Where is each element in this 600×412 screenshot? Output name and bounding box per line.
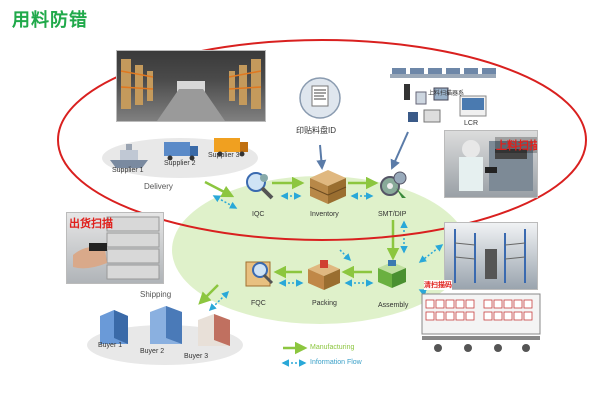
scanner-station-label: 上料扫描器系 bbox=[428, 91, 465, 97]
line-scan-label: 清扫描码 bbox=[424, 280, 452, 290]
page-title: 用料防错 bbox=[12, 10, 88, 30]
supplier-2-label: Supplier 2 bbox=[164, 160, 196, 167]
inventory-icon bbox=[308, 168, 348, 206]
reel-id-label: 印贴料盘ID bbox=[296, 126, 336, 135]
scanner-station: 上料扫描器系 LCR bbox=[388, 62, 498, 138]
smt-label: SMT/DIP bbox=[378, 211, 407, 218]
fqc-label: FQC bbox=[251, 300, 266, 307]
shipping-label: Shipping bbox=[140, 290, 172, 299]
buyer-3-label: Buyer 3 bbox=[184, 353, 209, 360]
packing-label: Packing bbox=[312, 300, 337, 307]
rack-schematic: 清扫描码 bbox=[418, 280, 542, 362]
scan-in-label: 上料扫描 bbox=[495, 137, 537, 153]
supplier-3-label: Supplier 3 bbox=[208, 152, 240, 159]
delivery-label: Delivery bbox=[144, 182, 173, 191]
scan-in-photo: 上料扫描 bbox=[444, 130, 538, 198]
packing-icon bbox=[306, 258, 342, 292]
legend-information: Information Flow bbox=[310, 359, 362, 366]
buyer-1-label: Buyer 1 bbox=[98, 342, 123, 349]
supplier-vehicles bbox=[108, 136, 258, 176]
lcr-label: LCR bbox=[464, 120, 479, 127]
iqc-icon bbox=[244, 170, 274, 200]
id-arrow-smt bbox=[390, 131, 409, 170]
inventory-label: Inventory bbox=[310, 211, 339, 218]
legend-manufacturing: Manufacturing bbox=[310, 344, 355, 351]
assembly-label: Assembly bbox=[378, 302, 409, 309]
assembly-icon bbox=[376, 258, 408, 290]
reel-id-icon bbox=[298, 76, 342, 120]
line-photo: ​ bbox=[444, 222, 538, 290]
scan-out-label: 出货扫描 bbox=[69, 218, 113, 230]
fqc-icon bbox=[244, 256, 276, 288]
id-arrow-inventory bbox=[316, 144, 327, 170]
flow-delivery bbox=[204, 180, 235, 198]
highlight-ellipse bbox=[57, 39, 587, 241]
iqc-label: IQC bbox=[252, 211, 265, 218]
buyer-buildings bbox=[94, 302, 244, 352]
scan-out-photo: 出货扫描 bbox=[66, 212, 164, 284]
buyer-2-label: Buyer 2 bbox=[140, 348, 165, 355]
smt-icon bbox=[378, 170, 408, 200]
supplier-1-label: Supplier 1 bbox=[112, 167, 144, 174]
warehouse-photo bbox=[116, 50, 266, 122]
